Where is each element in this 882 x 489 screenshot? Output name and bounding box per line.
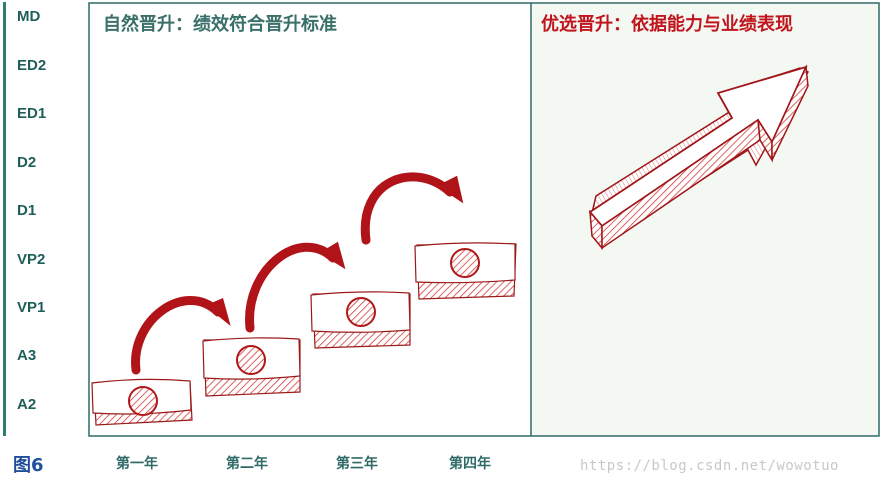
level-labels: MD ED2 ED1 D2 D1 VP2 VP1 A3 A2 — [0, 0, 80, 440]
preferred-promotion-title: 优选晋升：依据能力与业绩表现 — [541, 10, 793, 36]
step-block-1 — [92, 379, 192, 425]
figure-label: 图6 — [13, 451, 44, 477]
level-label: A2 — [17, 396, 36, 413]
level-label: VP1 — [17, 299, 45, 316]
level-label: A3 — [17, 347, 36, 364]
level-label: ED1 — [17, 105, 46, 122]
level-label: D1 — [17, 202, 36, 219]
step-block-4 — [415, 243, 516, 299]
year-label: 第二年 — [226, 453, 268, 473]
curved-arrow-3 — [365, 177, 461, 240]
watermark: https://blog.csdn.net/wowotuo — [580, 458, 839, 474]
step-block-3 — [311, 292, 410, 348]
level-label: VP2 — [17, 251, 45, 268]
year-label: 第四年 — [449, 453, 491, 473]
level-label: MD — [17, 8, 40, 25]
level-label: ED2 — [17, 57, 46, 74]
year-label: 第三年 — [336, 453, 378, 473]
natural-promotion-title: 自然晋升：绩效符合晋升标准 — [103, 10, 337, 36]
right-panel-bg — [531, 3, 879, 436]
level-label: D2 — [17, 154, 36, 171]
step-block-2 — [203, 338, 300, 396]
year-label: 第一年 — [116, 453, 158, 473]
